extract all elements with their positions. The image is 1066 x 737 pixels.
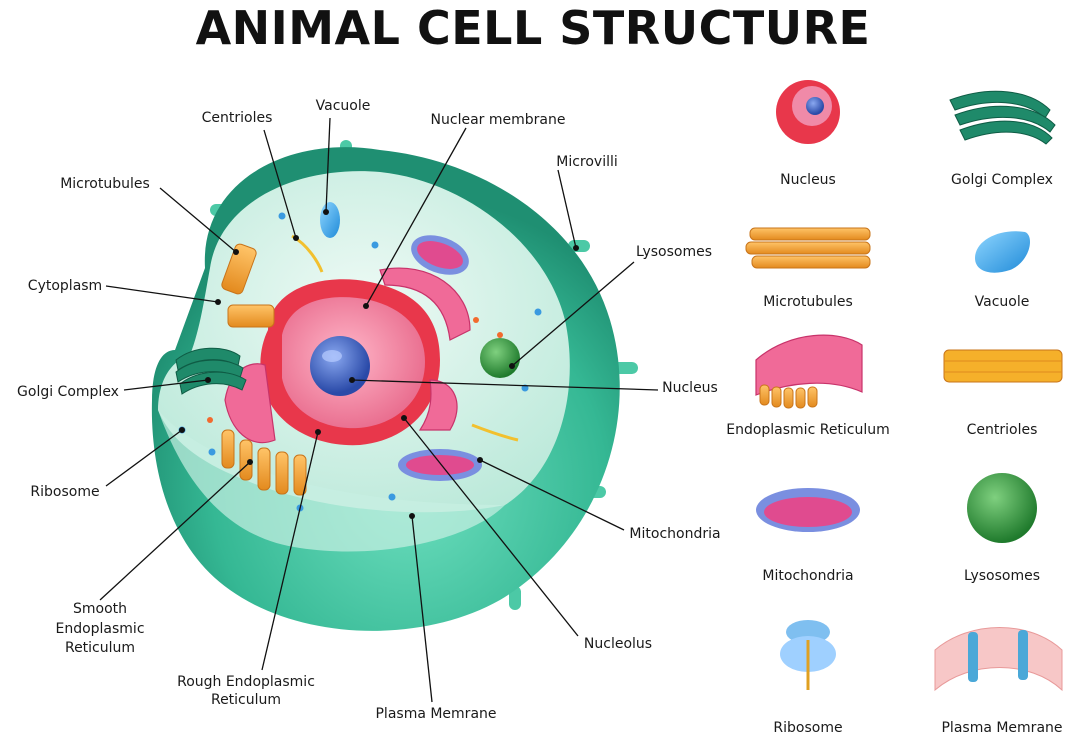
gallery-label-plasma-membrane: Plasma Memrane <box>941 720 1062 736</box>
gallery-label-lysosomes: Lysosomes <box>964 568 1040 584</box>
gallery-label-centrioles: Centrioles <box>967 422 1038 438</box>
label-ribosome: Ribosome <box>30 484 99 500</box>
gallery-centrioles-icon <box>944 350 1062 382</box>
label-nucleolus: Nucleolus <box>584 636 652 652</box>
gallery-mitochondria-icon <box>756 488 860 532</box>
gallery-ribosome-icon <box>780 620 836 690</box>
gallery-label-golgi: Golgi Complex <box>951 172 1053 188</box>
label-microvilli: Microvilli <box>556 154 618 170</box>
label-nucleus: Nucleus <box>662 380 718 396</box>
label-microtubules: Microtubules <box>60 176 150 192</box>
label-cytoplasm: Cytoplasm <box>28 278 102 294</box>
label-lysosomes: Lysosomes <box>636 244 712 260</box>
label-mitochondria: Mitochondria <box>629 526 720 542</box>
vacuole-organelle <box>320 202 340 238</box>
nucleolus-organelle <box>310 336 370 396</box>
label-golgi-complex: Golgi Complex <box>17 384 119 400</box>
label-rough-er-2: Reticulum <box>211 692 281 708</box>
label-smooth-er-3: Reticulum <box>65 640 135 656</box>
gallery-lysosomes-icon <box>967 473 1037 543</box>
gallery-label-ribosome: Ribosome <box>773 720 842 736</box>
lysosome-organelle <box>480 338 520 378</box>
gallery-vacuole-icon <box>975 231 1030 272</box>
label-smooth-er-2: Endoplasmic <box>55 621 144 637</box>
organelle-gallery: Nucleus Golgi Complex Microtubules Vacuo… <box>726 80 1062 736</box>
gallery-label-vacuole: Vacuole <box>975 294 1030 310</box>
gallery-label-mitochondria: Mitochondria <box>762 568 853 584</box>
label-vacuole: Vacuole <box>316 98 371 114</box>
gallery-plasma-membrane-icon <box>935 628 1062 691</box>
nucleus-organelle <box>260 279 440 445</box>
label-smooth-er-1: Smooth <box>73 601 127 617</box>
gallery-label-er: Endoplasmic Reticulum <box>726 422 890 438</box>
gallery-er-icon <box>756 335 862 408</box>
label-centrioles: Centrioles <box>202 110 273 126</box>
label-nuclear-membrane: Nuclear membrane <box>431 112 566 128</box>
label-rough-er-1: Rough Endoplasmic <box>177 674 315 690</box>
gallery-microtubules-icon <box>746 228 870 268</box>
gallery-label-microtubules: Microtubules <box>763 294 853 310</box>
gallery-golgi-icon <box>950 91 1055 144</box>
gallery-nucleus-icon <box>776 80 840 144</box>
gallery-label-nucleus: Nucleus <box>780 172 836 188</box>
label-plasma-membrane: Plasma Memrane <box>375 706 496 722</box>
